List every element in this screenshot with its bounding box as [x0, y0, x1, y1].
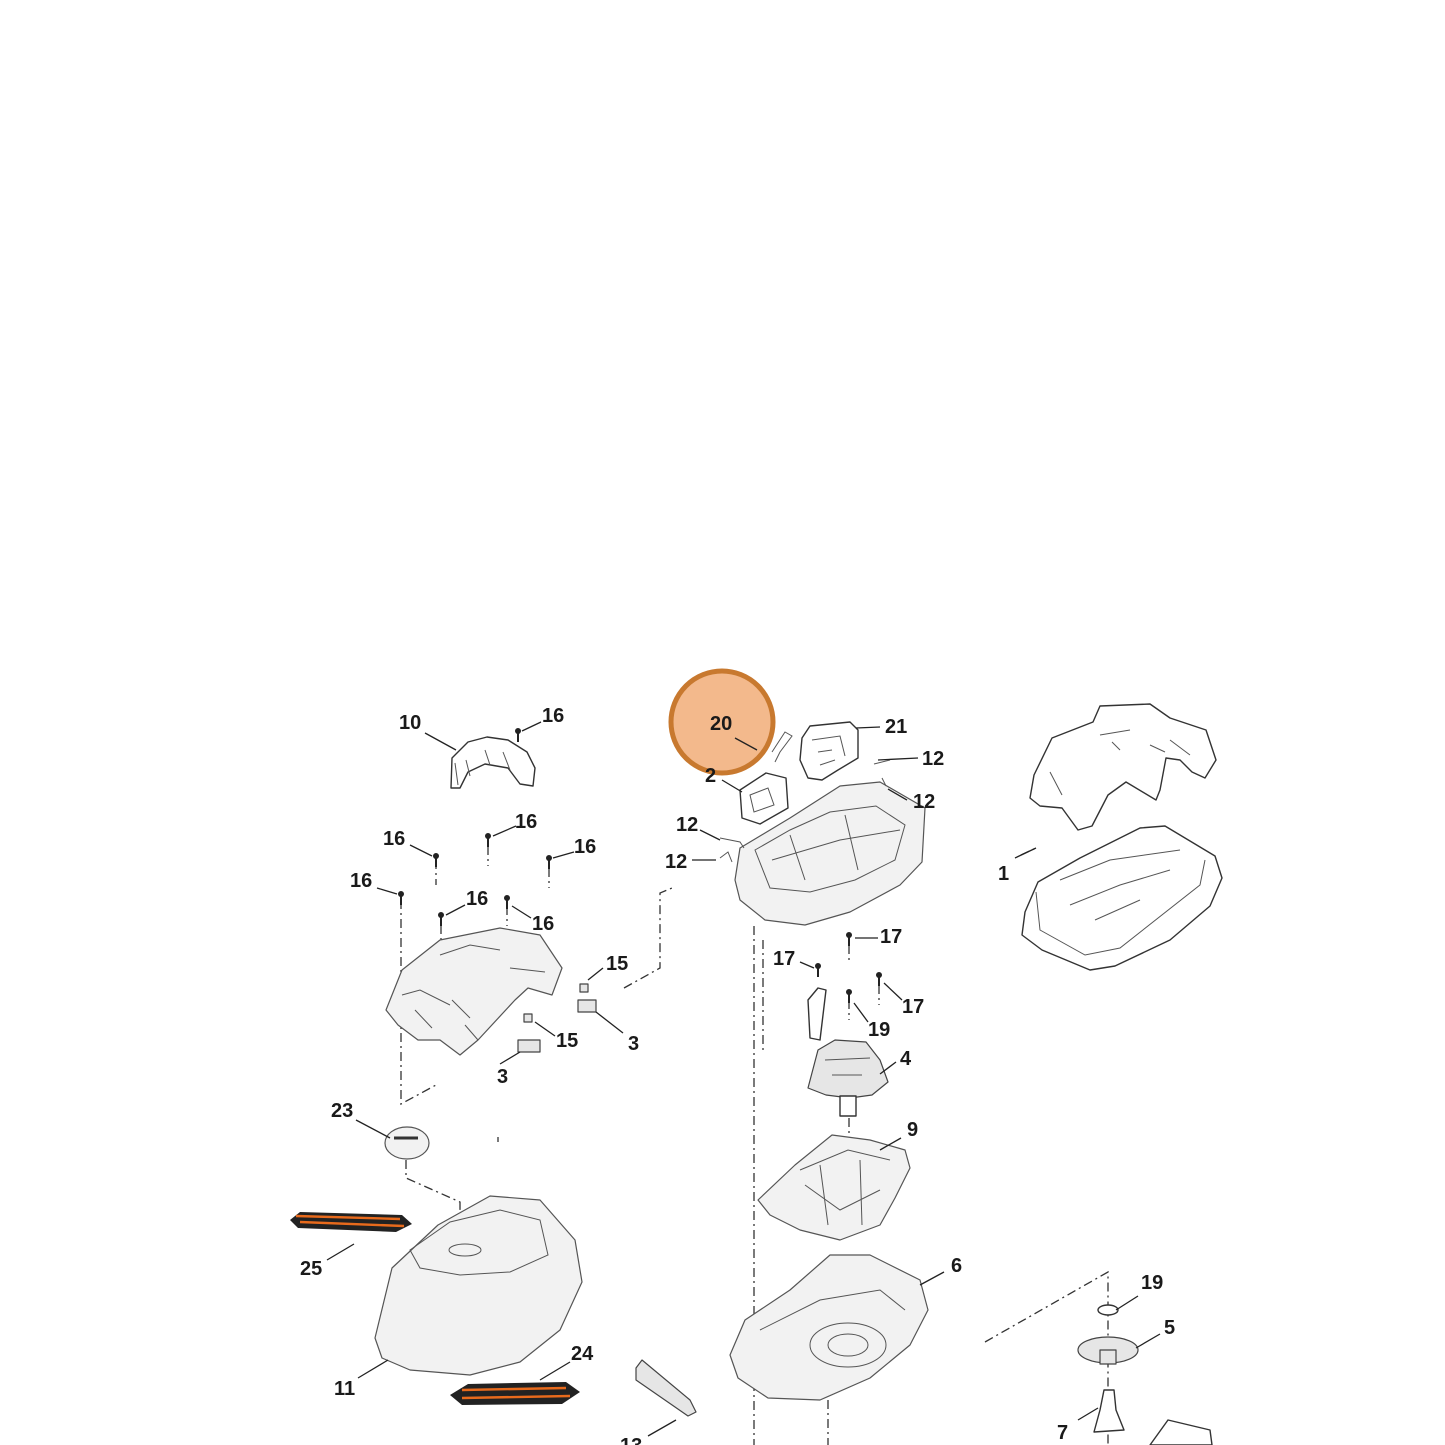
leader-lines — [326, 721, 1161, 1437]
part-19-washer — [1097, 1304, 1119, 1316]
callout-1: 1 — [998, 863, 1009, 885]
part-20-spring — [771, 731, 793, 763]
callout-labels: 10 16 20 21 12 2 12 12 12 16 16 16 16 16… — [300, 705, 1175, 1445]
callout-12: 12 — [913, 791, 935, 813]
part-7-pin — [1093, 1389, 1125, 1433]
blade-corner — [1149, 1419, 1213, 1445]
part-25-decal — [290, 1212, 412, 1232]
callout-24: 24 — [571, 1343, 594, 1365]
callout-11: 11 — [334, 1378, 355, 1400]
clips-12 — [719, 759, 891, 863]
part-24-decal — [450, 1382, 580, 1405]
callout-16: 16 — [515, 811, 537, 833]
callout-23: 23 — [331, 1100, 353, 1122]
callout-15: 15 — [606, 953, 628, 975]
callout-15: 15 — [556, 1030, 578, 1052]
callout-25: 25 — [300, 1258, 322, 1280]
callout-16: 16 — [383, 828, 405, 850]
part-13-handle — [635, 1359, 697, 1417]
highlight-circle — [668, 668, 776, 776]
housing-frame — [734, 781, 926, 926]
screws — [398, 728, 882, 1003]
part-10-cover — [450, 736, 536, 789]
callout-12: 12 — [665, 851, 687, 873]
part-23-badge — [384, 1126, 430, 1160]
part-2-block — [739, 772, 789, 825]
clips-15-3 — [517, 983, 597, 1053]
upper-cover — [385, 927, 563, 1056]
part-9-frame — [757, 1134, 911, 1241]
callout-21: 21 — [885, 716, 907, 738]
part-11-hood — [374, 1195, 583, 1376]
callout-10: 10 — [399, 712, 421, 734]
callout-12: 12 — [676, 814, 698, 836]
callout-2: 2 — [705, 765, 716, 787]
part-6-deck — [729, 1254, 929, 1401]
callout-12: 12 — [922, 748, 944, 770]
callout-7: 7 — [1057, 1422, 1068, 1444]
callout-3: 3 — [628, 1033, 639, 1055]
callout-16: 16 — [466, 888, 488, 910]
callout-17: 19 — [868, 1019, 890, 1041]
callout-3: 3 — [497, 1066, 508, 1088]
callout-16: 16 — [532, 913, 554, 935]
callout-20: 20 — [710, 713, 732, 735]
part-5-hub — [1077, 1336, 1139, 1365]
callout-6: 6 — [951, 1255, 962, 1277]
callout-17: 17 — [880, 926, 902, 948]
callout-16: 16 — [574, 836, 596, 858]
callout-9: 9 — [907, 1119, 918, 1141]
callout-13: 13 — [620, 1435, 642, 1445]
part-1-assembly — [1021, 703, 1223, 971]
part-4-motor — [807, 987, 889, 1117]
callout-17: 17 — [902, 996, 924, 1018]
callout-4: 4 — [900, 1048, 912, 1070]
callout-17: 17 — [773, 948, 795, 970]
callout-16: 16 — [350, 870, 372, 892]
callout-16: 16 — [542, 705, 564, 727]
callout-5: 5 — [1164, 1317, 1175, 1339]
callout-19: 19 — [1141, 1272, 1163, 1294]
part-21-bracket — [799, 721, 859, 781]
